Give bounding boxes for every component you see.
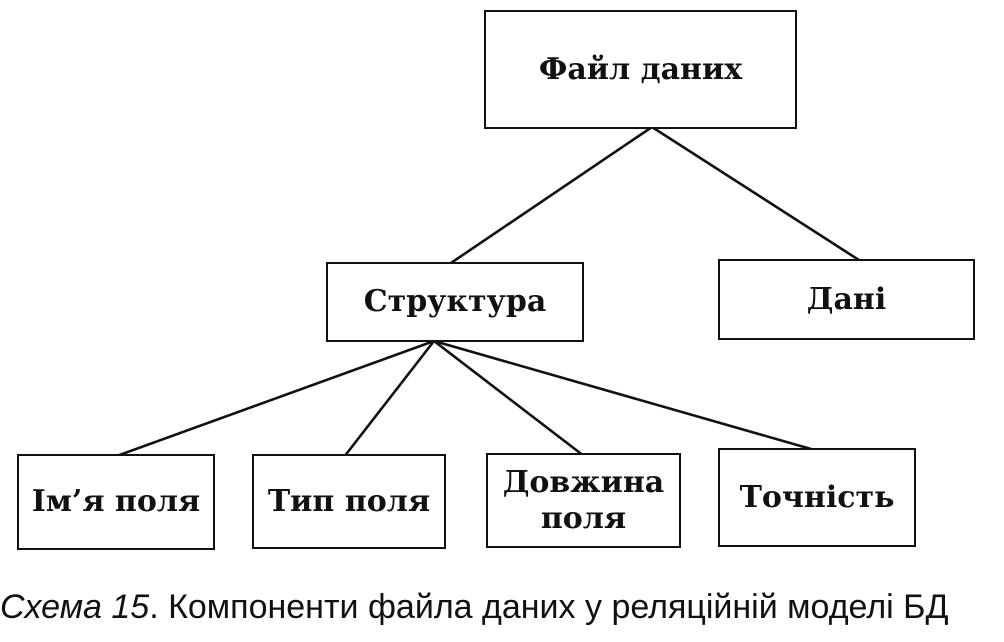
node-data: Дані [718,259,975,340]
edge-structure-precision [433,339,819,453]
node-field-type: Тип поля [252,454,446,549]
node-field-type-label: Тип поля [267,483,431,519]
node-data-label: Дані [806,281,887,317]
edge-structure-field-name [113,339,435,459]
node-structure-label: Структура [363,284,547,319]
edge-structure-field-type [342,340,436,458]
caption-prefix: Схема 15 [0,588,150,626]
node-data-file-label: Файл даних [538,51,743,87]
node-field-name: Ім’я поля [17,454,215,550]
node-field-length: Довжина поля [486,453,681,548]
node-precision: Точність [718,448,916,547]
node-field-length-label-line2: поля [540,500,627,536]
edge-root-data [651,125,863,264]
node-precision-label: Точність [739,479,895,515]
node-field-length-label-line1: Довжина [502,464,665,500]
node-structure: Структура [326,262,584,342]
edge-structure-field-length [433,339,585,458]
node-data-file: Файл даних [484,10,797,129]
node-field-name-label: Ім’я поля [31,484,201,519]
caption-text: . Компоненти файла даних у реляційній мо… [149,588,949,626]
figure-caption: Схема 15. Компоненти файла даних у реляц… [0,583,1004,631]
edge-root-structure [447,125,653,267]
